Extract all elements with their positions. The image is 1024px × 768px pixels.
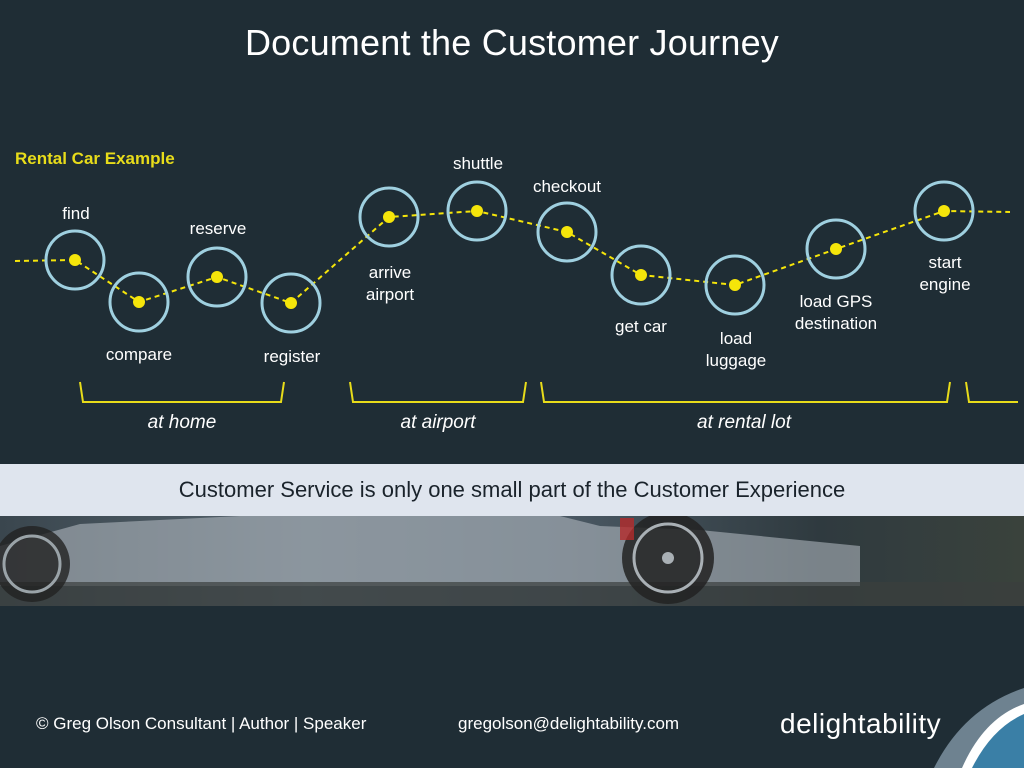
journey-step-label: get car (615, 317, 667, 336)
journey-step-ring (805, 218, 867, 280)
journey-step-label: shuttle (453, 154, 503, 173)
journey-step-ring (186, 246, 248, 308)
stage-label-rental-lot: at rental lot (697, 412, 791, 433)
journey-step-dot (471, 205, 483, 217)
brand-logo: delightability (780, 708, 942, 739)
journey-step-ring (610, 244, 672, 306)
footer-credit: © Greg Olson Consultant | Author | Speak… (36, 714, 367, 733)
journey-step-ring (536, 201, 598, 263)
journey-step-ring (108, 271, 170, 333)
page-title: Document the Customer Journey (244, 22, 780, 63)
journey-step-dot (938, 205, 950, 217)
journey-step-dot (211, 271, 223, 283)
journey-step-dot (561, 226, 573, 238)
banner-message: Customer Service is only one small part … (0, 464, 1024, 516)
bracket-at-airport (349, 381, 527, 403)
journey-step-dot (830, 243, 842, 255)
corner-swoosh-icon (934, 688, 1024, 768)
bracket-at-rental-lot (540, 381, 951, 403)
journey-step-ring (358, 186, 420, 248)
journey-step-dot (383, 211, 395, 223)
bracket-at-home (79, 381, 285, 403)
journey-step-dot (133, 296, 145, 308)
journey-step-label: checkout (533, 177, 601, 196)
footer-email[interactable]: gregolson@delightability.com (458, 714, 680, 733)
car-photo (0, 516, 1024, 606)
journey-step-label: find (62, 204, 89, 223)
journey-step-label: reserve (190, 219, 247, 238)
journey-step-label: compare (106, 345, 172, 364)
stage-label-airport: at airport (400, 412, 476, 433)
journey-step-dot (285, 297, 297, 309)
journey-step-ring (260, 272, 322, 334)
journey-step-ring (913, 180, 975, 242)
journey-step-dot (69, 254, 81, 266)
example-subtitle: Rental Car Example (15, 149, 175, 168)
journey-step-ring (446, 180, 508, 242)
journey-step-dot (729, 279, 741, 291)
journey-step-label: register (264, 347, 321, 366)
journey-step-dot (635, 269, 647, 281)
journey-step-ring (704, 254, 766, 316)
journey-step-ring (44, 229, 106, 291)
stage-label-home: at home (147, 412, 217, 433)
bracket-continuation (965, 381, 1018, 403)
